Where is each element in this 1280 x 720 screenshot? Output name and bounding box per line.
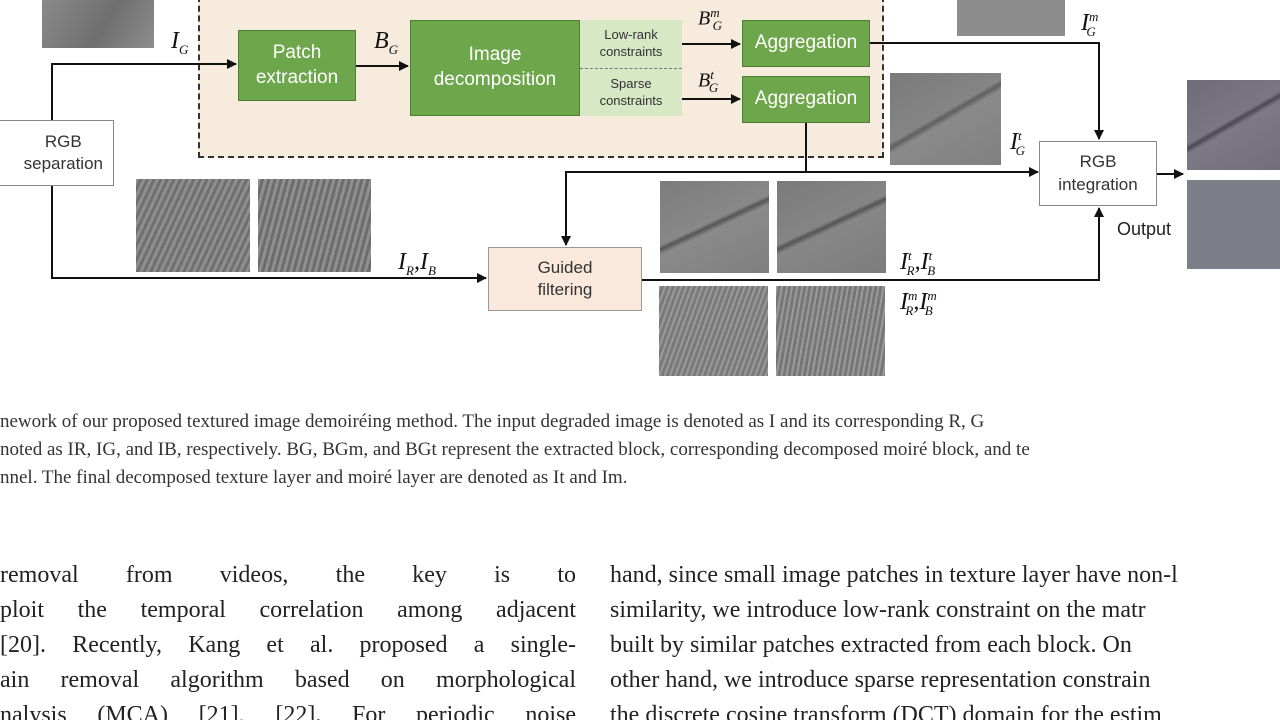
label-ig: IG xyxy=(171,28,189,57)
figure-caption-line-1: nework of our proposed textured image de… xyxy=(0,411,985,432)
label-ir-ib: IR,IB xyxy=(398,249,436,278)
figure-caption-line-3: nnel. The final decomposed texture layer… xyxy=(0,467,628,488)
output-moire-thumbnail xyxy=(1187,180,1280,269)
right-text-column: hand, since small image patches in textu… xyxy=(610,558,1280,720)
label-igm: ImG xyxy=(1081,9,1099,39)
left-line-3: [20]. Recently, Kang et al. proposed a s… xyxy=(0,632,576,658)
label-igt: ItG xyxy=(1010,128,1026,158)
output-label: Output xyxy=(1117,219,1172,239)
right-line-2: similarity, we introduce low-rank constr… xyxy=(610,597,1146,623)
texture-red-thumbnail xyxy=(660,181,769,273)
rgb-integration-box: RGB integration xyxy=(1039,141,1157,206)
right-line-4: other hand, we introduce sparse represen… xyxy=(610,667,1151,693)
figure-caption-line-2: noted as IR, IG, and IB, respectively. B… xyxy=(0,439,1030,460)
patch-extraction-box: Patch extraction xyxy=(238,30,356,101)
texture-blue-thumbnail xyxy=(777,181,886,273)
rgb-separation-box: RGB separation xyxy=(0,120,114,186)
label-bgt: BtG xyxy=(698,67,719,95)
output-moire-green-thumbnail xyxy=(957,0,1065,36)
arrow-guide xyxy=(561,171,806,246)
sparse-constraints-box: Sparse constraints xyxy=(580,69,682,116)
aggregation-top-box: Aggregation xyxy=(742,20,870,67)
label-irm-ibm: ImR,ImB xyxy=(900,288,937,318)
guided-filtering-box: Guided filtering xyxy=(488,247,642,311)
left-line-1: removal from videos, the key is to xyxy=(0,562,576,588)
low-rank-constraints-box: Low-rank constraints xyxy=(580,20,682,69)
left-line-4: ain removal algorithm based on morpholog… xyxy=(0,667,576,693)
image-decomposition-box: Image decomposition xyxy=(410,20,580,116)
label-bg: BG xyxy=(374,28,399,57)
input-blue-thumbnail xyxy=(258,179,371,272)
arrow-ig xyxy=(51,59,237,120)
left-text-column: removal from videos, the key is to ploit… xyxy=(0,558,578,720)
diagram-connectors xyxy=(51,39,1184,283)
output-texture-thumbnail xyxy=(1187,80,1280,170)
arrow-ir-ib xyxy=(51,186,487,283)
moire-red-thumbnail xyxy=(659,286,768,376)
input-green-thumbnail xyxy=(42,0,154,48)
left-line-5: nalysis (MCA) [21], [22]. For periodic n… xyxy=(0,702,576,720)
right-line-3: built by similar patches extracted from … xyxy=(610,632,1132,658)
arrow-irt-ibt xyxy=(642,207,1104,281)
right-line-5: the discrete cosine transform (DCT) doma… xyxy=(610,702,1162,720)
label-irt-ibt: ItR,ItB xyxy=(900,248,936,278)
texture-green-thumbnail xyxy=(890,73,1001,165)
moire-blue-thumbnail xyxy=(776,286,885,376)
label-bgm: BmG xyxy=(698,5,722,33)
right-line-1: hand, since small image patches in textu… xyxy=(610,562,1178,588)
input-red-thumbnail xyxy=(136,179,250,272)
arrow-igm xyxy=(870,42,1104,140)
left-line-2: ploit the temporal correlation among adj… xyxy=(0,597,576,623)
aggregation-bottom-box: Aggregation xyxy=(742,76,870,123)
